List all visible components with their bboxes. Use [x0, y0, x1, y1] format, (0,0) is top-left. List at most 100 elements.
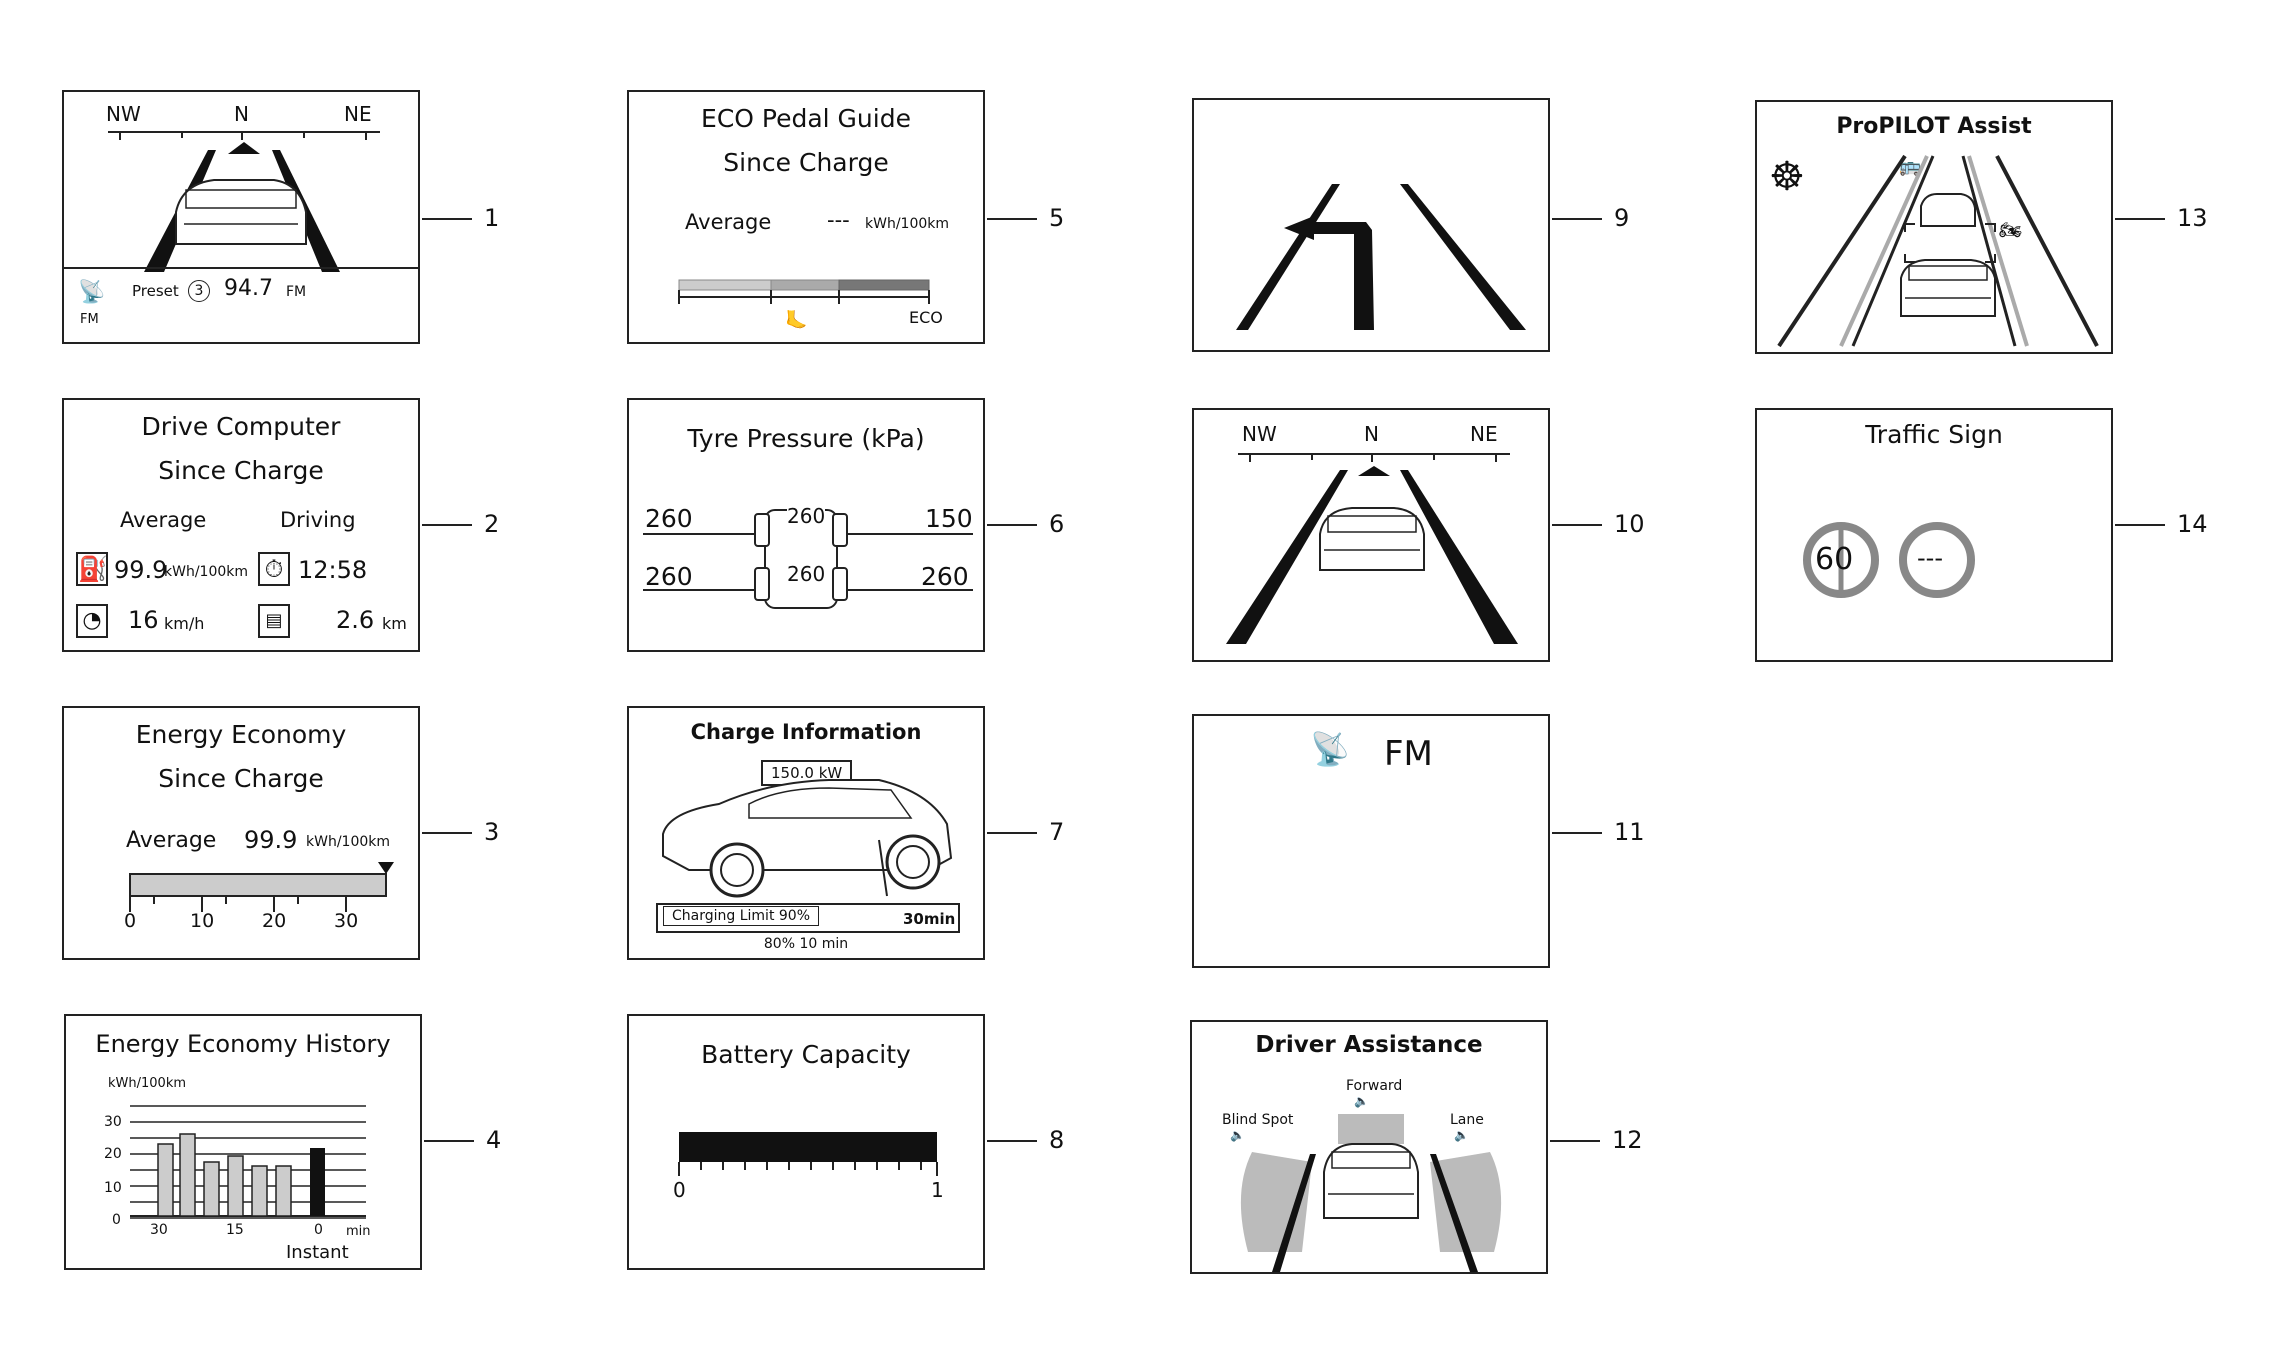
odometer-icon: ▤	[258, 604, 290, 638]
stopwatch-icon: ⏱	[258, 552, 290, 586]
speaker-icon: 🔈	[1354, 1094, 1369, 1108]
charging-limit-label: Charging Limit 90%	[663, 906, 819, 926]
tick-label: 0	[124, 910, 137, 932]
leader-line	[1550, 1140, 1600, 1142]
min-label: 0	[673, 1178, 686, 1202]
average-unit: kWh/100km	[306, 834, 391, 850]
panel-radio-source: 📡 FM	[1192, 714, 1550, 968]
distance-unit: km	[382, 614, 407, 633]
lane-label: Lane	[1450, 1112, 1484, 1128]
panel-charge-information: Charge Information 150.0 kW Charging Lim…	[627, 706, 985, 960]
x-tick: 30	[150, 1222, 168, 1238]
economy-value: 99.9	[114, 556, 168, 584]
panel-title: ECO Pedal Guide	[701, 104, 911, 133]
traffic-sign-graphic	[1803, 522, 1975, 598]
panel-title: Traffic Sign	[1865, 420, 2003, 449]
tick-label: 10	[190, 910, 215, 932]
panel-title: Tyre Pressure (kPa)	[687, 424, 925, 453]
leader-line	[987, 1140, 1037, 1142]
speedometer-icon: ◔	[76, 604, 108, 638]
panel-turn-guidance	[1192, 98, 1550, 352]
panel-tyre-pressure: Tyre Pressure (kPa) 260 150 260 260 260 …	[627, 398, 985, 652]
panel-subtitle: Since Charge	[723, 148, 889, 177]
road-graphic	[64, 131, 418, 272]
average-label: Average	[120, 508, 207, 532]
unknown-sign: ---	[1917, 544, 1943, 572]
leader-line	[1552, 832, 1602, 834]
fuel-pump-icon: ⛽	[76, 552, 108, 586]
panel-number: 4	[486, 1126, 502, 1154]
economy-unit: kWh/100km	[164, 564, 249, 580]
panel-number: 7	[1049, 818, 1065, 846]
panel-number: 3	[484, 818, 500, 846]
panel-eco-pedal: ECO Pedal Guide Since Charge Average ---…	[627, 90, 985, 344]
leader-line	[2115, 218, 2165, 220]
compass-ne: NE	[344, 102, 372, 126]
compass-n: N	[1364, 422, 1379, 446]
panel-number: 11	[1614, 818, 1645, 846]
economy-bar	[129, 862, 394, 912]
panel-number: 13	[2177, 204, 2208, 232]
band-label: FM	[286, 284, 307, 300]
panel-title: ProPILOT Assist	[1836, 114, 2032, 139]
panel-title: Energy Economy	[135, 720, 347, 749]
panel-number: 9	[1614, 204, 1630, 232]
speed-value: 16	[128, 606, 159, 634]
y-tick: 10	[104, 1180, 122, 1196]
panel-title: Driver Assistance	[1255, 1032, 1483, 1058]
x-tick: 15	[226, 1222, 244, 1238]
compass-n: N	[234, 102, 249, 126]
panel-number: 12	[1612, 1126, 1643, 1154]
radio-antenna-icon: 📡	[78, 280, 106, 305]
blind-spot-label: Blind Spot	[1222, 1112, 1294, 1128]
speaker-icon: 🔈	[1454, 1128, 1469, 1142]
eco-pedal-bar	[678, 279, 930, 304]
panel-subtitle: Since Charge	[158, 456, 324, 485]
panel-number: 6	[1049, 510, 1065, 538]
forward-label: Forward	[1346, 1078, 1403, 1094]
preset-label: Preset	[132, 282, 179, 300]
speed-unit: km/h	[164, 614, 205, 633]
assistance-graphic	[1240, 1114, 1502, 1272]
driving-label: Driving	[280, 508, 356, 532]
eco-label: ECO	[909, 308, 943, 327]
panel-title: Battery Capacity	[701, 1040, 911, 1069]
time-value: 12:58	[298, 556, 368, 584]
panel-traffic-sign: Traffic Sign 60 ---	[1755, 408, 2113, 662]
panel-propilot-assist: ProPILOT Assist ☸ 🚌 🏍	[1755, 100, 2113, 354]
motorcycle-icon: 🏍	[1999, 220, 2022, 241]
leader-line	[987, 218, 1037, 220]
leader-line	[422, 832, 472, 834]
unit-label: kWh/100km	[108, 1076, 187, 1091]
leader-line	[987, 832, 1037, 834]
leader-line	[1552, 218, 1602, 220]
bus-icon: 🚌	[1899, 156, 1922, 177]
band-label: FM	[1384, 734, 1433, 774]
instant-label: Instant	[286, 1242, 349, 1263]
panel-navigation-radio: NW N NE 📡 FM Preset 3 94.7 FM	[62, 90, 420, 344]
turn-arrow-graphic	[1236, 184, 1526, 330]
source-label: FM	[80, 312, 99, 327]
y-tick: 30	[104, 1114, 122, 1130]
propilot-road-graphic	[1777, 154, 2099, 348]
leader-line	[422, 218, 472, 220]
battery-bar	[678, 1132, 938, 1176]
panel-energy-economy: Energy Economy Since Charge Average 99.9…	[62, 706, 420, 960]
frequency-value: 94.7	[224, 276, 273, 301]
average-label: Average	[685, 210, 772, 234]
panel-subtitle: Since Charge	[158, 764, 324, 793]
leader-line	[422, 524, 472, 526]
front-right-pressure: 150	[925, 504, 973, 533]
foot-pedal-icon: 🦶	[785, 310, 808, 331]
panel-number: 8	[1049, 1126, 1065, 1154]
tick-label: 20	[262, 910, 287, 932]
rear-center-pressure: 260	[787, 562, 826, 586]
speaker-icon: 🔈	[1230, 1128, 1245, 1142]
distance-value: 2.6	[336, 606, 375, 634]
x-unit: min	[346, 1224, 371, 1239]
panel-title: Energy Economy History	[95, 1030, 391, 1058]
front-center-pressure: 260	[787, 504, 826, 528]
road-graphic	[1226, 453, 1518, 644]
radio-antenna-icon: 📡	[1310, 730, 1350, 768]
panel-title: Drive Computer	[141, 412, 341, 441]
